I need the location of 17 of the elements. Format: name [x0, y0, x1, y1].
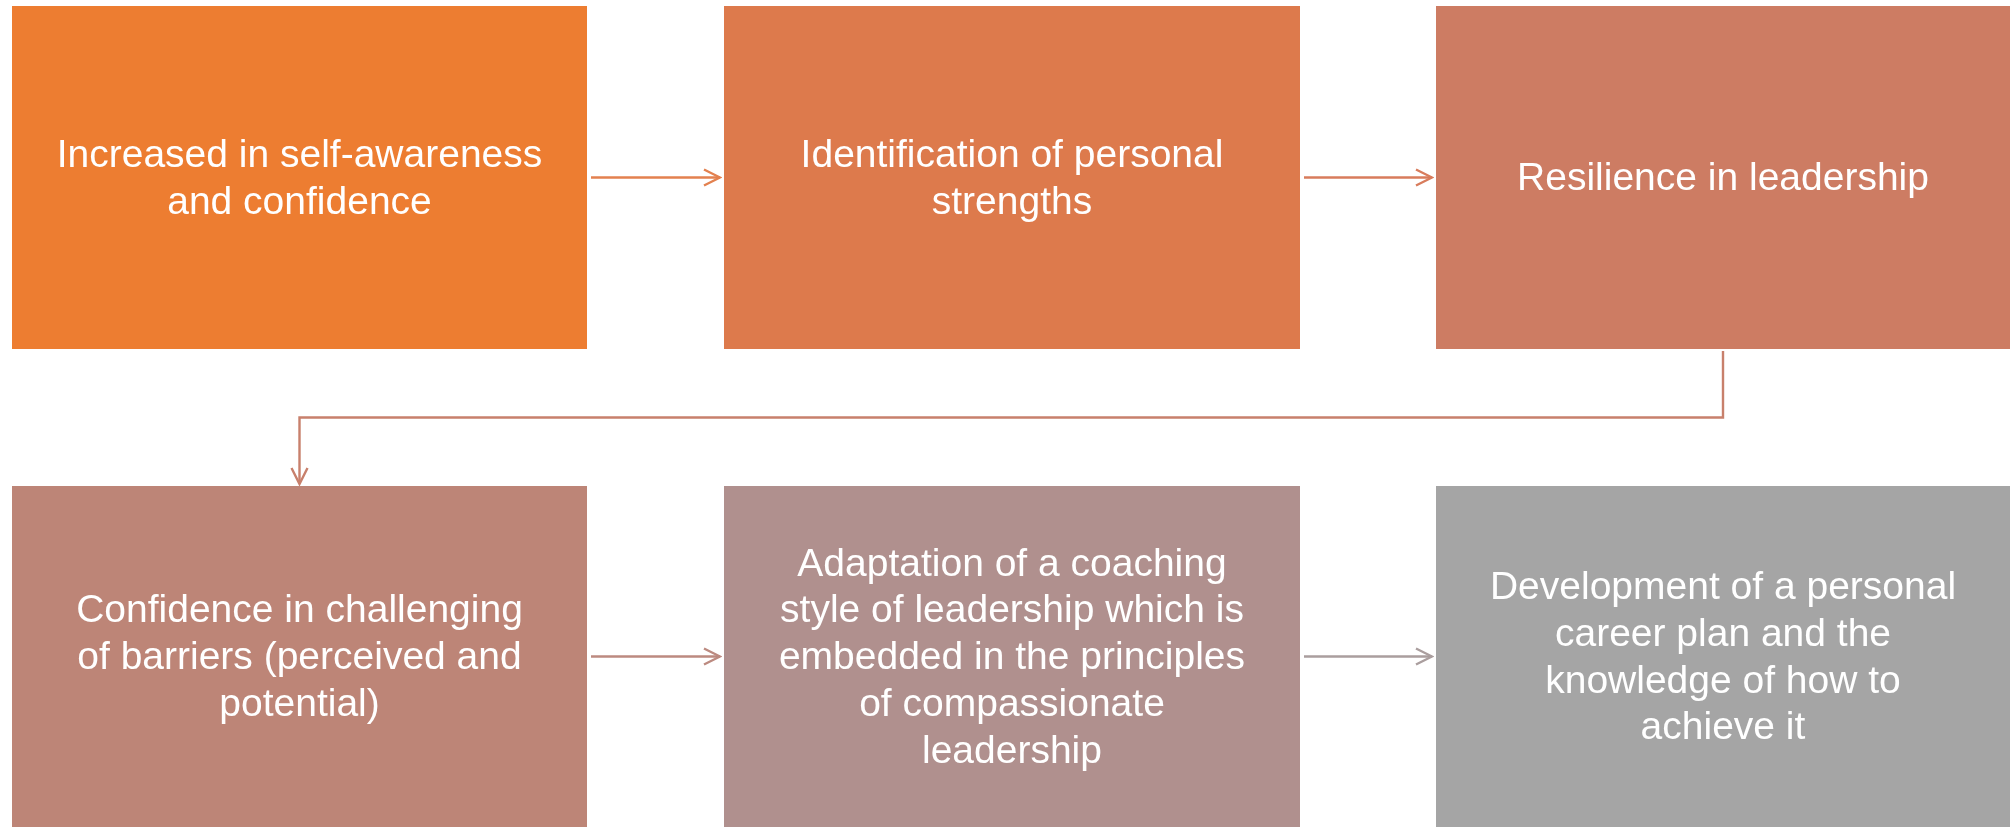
- box-label: Increased in self-awareness and confidence: [56, 130, 543, 224]
- arrow: [1304, 647, 1434, 666]
- process-box: [724, 486, 1300, 827]
- arrow: [290, 351, 1725, 486]
- process-box: [12, 486, 587, 827]
- process-box: [12, 6, 587, 349]
- arrow: [591, 168, 722, 187]
- box-label: Confidence in challenging of barriers (perceived and potential): [75, 586, 524, 726]
- arrow: [1304, 168, 1434, 187]
- process-box: [724, 6, 1300, 349]
- box-label: Identification of personal strengths: [799, 130, 1225, 224]
- box-label: Adaptation of a coaching style of leadership which is embedded in the principles of compassionate leadership: [777, 539, 1247, 773]
- arrow: [591, 647, 722, 666]
- process-box: [1436, 6, 2010, 349]
- box-label: Resilience in leadership: [1517, 154, 1929, 201]
- box-label: Development of a personal career plan and the knowledge of how to achieve it: [1488, 562, 1958, 750]
- process-box: [1436, 486, 2010, 827]
